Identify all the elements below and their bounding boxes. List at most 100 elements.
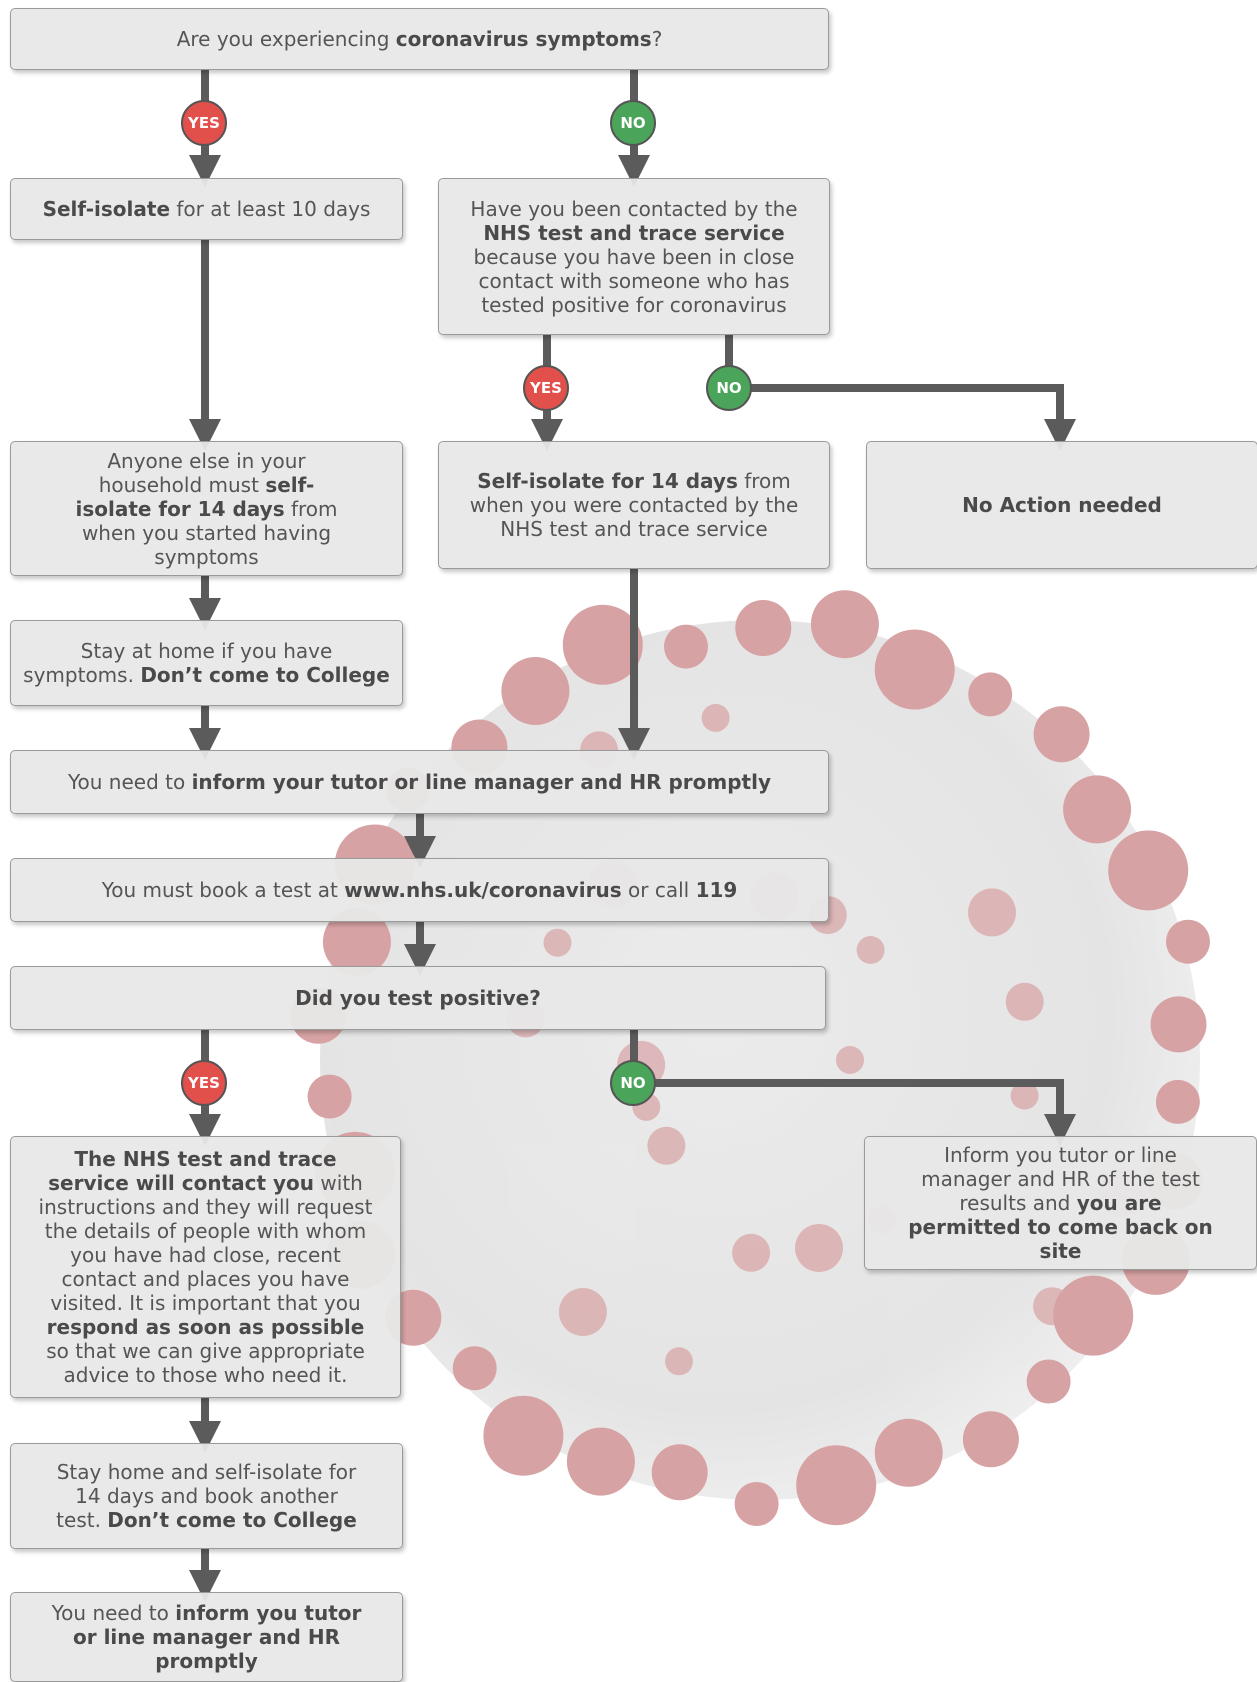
bold-text: NHS test and trace service — [483, 220, 785, 245]
permitted-back-on-site-box: Inform you tutor or line manager and HR … — [864, 1136, 1257, 1270]
virus-spike — [1150, 996, 1207, 1053]
question-symptoms: Are you experiencing coronavirus symptom… — [10, 8, 829, 70]
box-text: Are you experiencing coronavirus symptom… — [177, 27, 663, 51]
virus-spike — [1108, 830, 1189, 911]
text: from when you were contacted by the NHS … — [469, 469, 799, 541]
virus-spike — [452, 1346, 497, 1391]
no-badge-positive: NO — [610, 1060, 656, 1106]
box-text: Self-isolate for 14 days from when you w… — [469, 469, 799, 541]
virus-spike — [1033, 1287, 1072, 1326]
self-isolate-10-days-box: Self-isolate for at least 10 days — [10, 178, 403, 240]
bold-text: Don’t come to College — [140, 663, 390, 687]
virus-spike — [501, 657, 570, 725]
virus-spike — [1005, 982, 1044, 1021]
text: ? — [651, 27, 663, 51]
bold-text: www.nhs.uk/coronavirus — [344, 878, 622, 902]
box-text: Stay at home if you have symptoms. Don’t… — [23, 639, 390, 687]
virus-spike — [856, 936, 885, 964]
arrow-no-positive — [630, 1030, 1076, 1146]
virus-spike — [796, 1445, 877, 1526]
box-text: Have you been contacted by the NHS test … — [469, 197, 799, 317]
book-test-box: You must book a test at www.nhs.uk/coron… — [10, 858, 829, 922]
inform-tutor-box-2: You need to inform you tutor or line man… — [10, 1592, 403, 1682]
text: Inform you tutor or line manager and HR … — [921, 1143, 1200, 1215]
virus-spike — [874, 1418, 943, 1487]
virus-spike — [665, 1347, 693, 1376]
virus-spike — [836, 1046, 864, 1074]
box-text: Anyone else in your household must self-… — [61, 449, 352, 569]
virus-spike — [1033, 706, 1090, 763]
box-text: The NHS test and trace service will cont… — [33, 1147, 378, 1387]
question-contacted-by-nhs: Have you been contacted by the NHS test … — [438, 178, 830, 335]
text: Are you experiencing — [176, 27, 396, 51]
virus-spike — [543, 928, 572, 957]
virus-spike — [962, 1411, 1019, 1468]
bold-text: you are permitted to come back on site — [908, 1191, 1213, 1263]
text: Have you been contacted by the — [470, 196, 798, 221]
virus-spike — [701, 703, 730, 732]
virus-spike — [968, 888, 1016, 937]
text: Stay home and self-isolate for 14 days a… — [56, 1460, 357, 1532]
virus-spike — [483, 1395, 564, 1476]
box-text: Self-isolate for at least 10 days — [43, 197, 371, 221]
question-test-positive: Did you test positive? — [10, 966, 826, 1030]
text: Stay at home if you have symptoms. — [23, 639, 333, 687]
virus-spike — [874, 629, 955, 710]
stay-home-self-isolate-box: Stay home and self-isolate for 14 days a… — [10, 1443, 403, 1549]
text: Anyone else in your household must — [98, 448, 306, 497]
text: so that we can give appropriate advice t… — [46, 1339, 365, 1387]
nhs-will-contact-box: The NHS test and trace service will cont… — [10, 1136, 401, 1398]
stay-at-home-box: Stay at home if you have symptoms. Don’t… — [10, 620, 403, 706]
yes-badge-positive: YES — [181, 1060, 227, 1106]
virus-spike — [1026, 1359, 1071, 1404]
box-text: Stay home and self-isolate for 14 days a… — [51, 1460, 362, 1532]
bold-text: Did you test positive? — [295, 986, 541, 1010]
no-badge-symptoms: NO — [610, 100, 656, 146]
virus-spike — [1166, 919, 1210, 964]
inform-tutor-box: You need to inform your tutor or line ma… — [10, 750, 829, 814]
virus-spike — [795, 1224, 843, 1272]
virus-spike — [735, 600, 792, 656]
text: because you have been in close contact w… — [473, 244, 795, 317]
yes-badge-symptoms: YES — [181, 100, 227, 146]
text: or call — [621, 878, 696, 902]
bold-text: self-isolate for 14 days — [75, 472, 315, 521]
bold-text: inform you tutor or line manager and HR … — [73, 1601, 362, 1673]
self-isolate-14-days-box: Self-isolate for 14 days from when you w… — [438, 441, 830, 569]
virus-spike — [810, 590, 879, 659]
household-isolate-box: Anyone else in your household must self-… — [10, 441, 403, 576]
box-text: You need to inform your tutor or line ma… — [68, 770, 771, 794]
box-text: No Action needed — [962, 493, 1162, 517]
virus-spike — [1010, 1081, 1039, 1110]
virus-spike — [307, 1074, 352, 1119]
virus-spike — [647, 1126, 686, 1165]
bold-text: respond as soon as possible — [46, 1315, 365, 1339]
bold-text: Don’t come to College — [107, 1508, 357, 1532]
box-text: Inform you tutor or line manager and HR … — [905, 1143, 1216, 1263]
virus-spike — [566, 1427, 635, 1496]
bold-text: coronavirus symptoms — [395, 27, 652, 51]
text: You need to — [51, 1601, 176, 1625]
bold-text: inform your tutor or line manager and HR… — [191, 770, 772, 794]
bold-text: Self-isolate for 14 days — [477, 469, 738, 493]
virus-spike — [322, 908, 391, 976]
virus-spike — [562, 604, 643, 685]
text: from when you started having symptoms — [81, 496, 338, 569]
box-text: You need to inform you tutor or line man… — [51, 1601, 362, 1673]
virus-spike — [558, 1288, 607, 1336]
text: with instructions and they will request … — [38, 1171, 373, 1315]
bold-text: No Action needed — [962, 493, 1162, 517]
text: for at least 10 days — [170, 197, 371, 221]
box-text: Did you test positive? — [295, 986, 541, 1010]
bold-text: 119 — [695, 878, 738, 902]
no-badge-contacted: NO — [706, 365, 752, 411]
virus-spike — [732, 1233, 771, 1272]
virus-spike — [968, 672, 1013, 717]
yes-badge-contacted: YES — [523, 365, 569, 411]
virus-spike — [1155, 1079, 1200, 1124]
arrow-no-contacted — [725, 335, 1076, 451]
no-action-box: No Action needed — [866, 441, 1257, 569]
bold-text: Self-isolate — [42, 197, 171, 221]
text: You need to — [67, 770, 192, 794]
